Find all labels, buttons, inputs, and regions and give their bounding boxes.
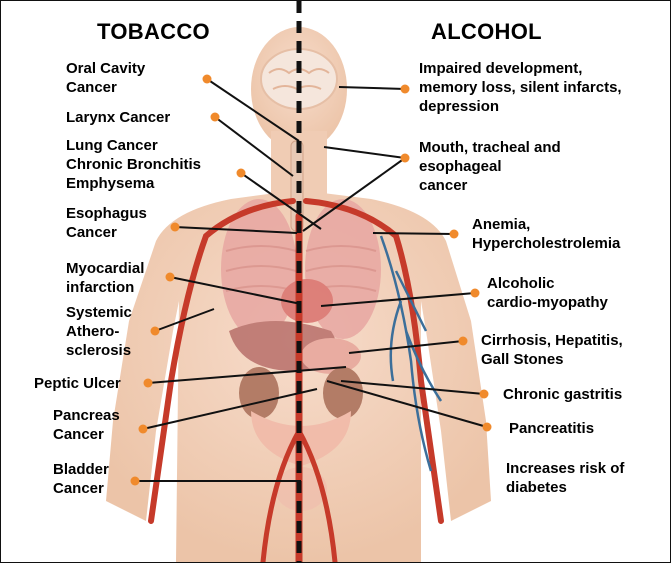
label-peptic-ulcer: Peptic Ulcer <box>34 374 121 393</box>
label-impaired-development: Impaired development,memory loss, silent… <box>419 59 622 116</box>
tobacco-header: TOBACCO <box>97 19 210 45</box>
alcohol-header: ALCOHOL <box>431 19 542 45</box>
label-cirrhosis: Cirrhosis, Hepatitis,Gall Stones <box>481 331 623 369</box>
brain <box>261 49 337 109</box>
label-anemia: Anemia,Hypercholestrolemia <box>472 215 620 253</box>
label-chronic-gastritis: Chronic gastritis <box>503 385 622 404</box>
label-pancreatitis: Pancreatitis <box>509 419 594 438</box>
label-larynx-cancer: Larynx Cancer <box>66 108 170 127</box>
